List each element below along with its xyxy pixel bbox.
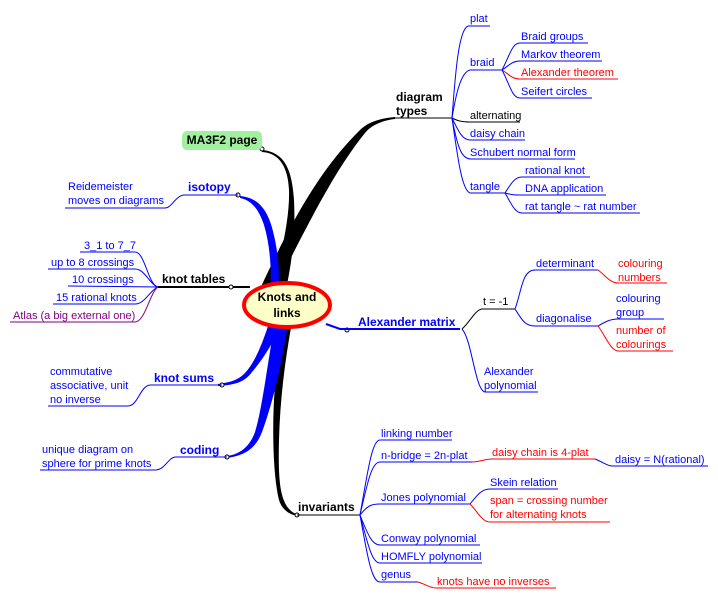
node-3-1-to-7-7[interactable]: 3_1 to 7_7 xyxy=(84,240,136,252)
node-daisy-chain-4-plat[interactable]: daisy chain is 4-plat xyxy=(492,447,589,459)
node-dna-application[interactable]: DNA application xyxy=(525,183,604,195)
node-tangle[interactable]: tangle xyxy=(470,181,500,193)
node-jones-polynomial[interactable]: Jones polynomial xyxy=(381,492,466,504)
branch-coding[interactable]: coding xyxy=(180,443,220,457)
node-alexander-polynomial[interactable]: Alexander polynomial xyxy=(484,366,537,392)
node-alternating[interactable]: alternating xyxy=(470,110,522,122)
center-node[interactable] xyxy=(242,281,332,329)
connector-invariants xyxy=(273,322,298,516)
node-daisy-chain[interactable]: daisy chain xyxy=(470,128,526,140)
node-rational-knot[interactable]: rational knot xyxy=(525,165,585,177)
branch-knot-tables[interactable]: knot tables xyxy=(162,272,226,286)
node-braid[interactable]: braid xyxy=(470,57,495,69)
node-conway-polynomial[interactable]: Conway polynomial xyxy=(381,533,477,545)
node-colouring-group[interactable]: colouring group xyxy=(616,293,661,319)
node-genus[interactable]: genus xyxy=(381,569,411,581)
connector-coding xyxy=(226,322,288,458)
node-plat[interactable]: plat xyxy=(470,13,488,25)
node-span-crossing-number[interactable]: span = crossing number for alternating k… xyxy=(490,495,608,521)
connector-knot-sums xyxy=(218,320,282,386)
node-t-equals-minus-1[interactable]: t = -1 xyxy=(483,296,509,308)
node-knots-no-inverses[interactable]: knots have no inverses xyxy=(437,576,550,588)
node-schubert-normal-form[interactable]: Schubert normal form xyxy=(470,147,576,159)
connector-isotopy xyxy=(240,196,279,295)
node-daisy-n-rational[interactable]: daisy = N(rational) xyxy=(615,454,705,466)
node-markov-theorem[interactable]: Markov theorem xyxy=(521,49,601,61)
node-diagonalise[interactable]: diagonalise xyxy=(536,313,592,325)
connector-ma3f2 xyxy=(262,150,295,295)
node-n-bridge[interactable]: n-bridge = 2n-plat xyxy=(381,450,468,462)
node-homfly-polynomial[interactable]: HOMFLY polynomial xyxy=(381,551,482,563)
node-number-of-colourings[interactable]: number of colourings xyxy=(616,325,667,351)
node-rat-tangle[interactable]: rat tangle ~ rat number xyxy=(525,201,637,213)
node-15-rational-knots[interactable]: 15 rational knots xyxy=(56,292,137,304)
center-node-label[interactable]: Knots and links xyxy=(257,290,317,320)
ma3f2-page-link[interactable]: MA3F2 page xyxy=(182,131,262,150)
node-linking-number[interactable]: linking number xyxy=(381,428,453,440)
branch-diagram-types[interactable]: diagram types xyxy=(396,90,443,118)
node-braid-groups[interactable]: Braid groups xyxy=(521,31,584,43)
node-up-to-8-crossings[interactable]: up to 8 crossings xyxy=(51,257,135,269)
branch-isotopy[interactable]: isotopy xyxy=(188,180,231,194)
node-coding-note[interactable]: unique diagram on sphere for prime knots xyxy=(42,444,152,470)
branch-knot-sums[interactable]: knot sums xyxy=(154,371,215,385)
node-determinant[interactable]: determinant xyxy=(536,258,595,270)
node-alexander-theorem[interactable]: Alexander theorem xyxy=(521,67,614,79)
node-10-crossings[interactable]: 10 crossings xyxy=(72,274,134,286)
node-atlas[interactable]: Atlas (a big external one) xyxy=(13,310,136,322)
node-seifert-circles[interactable]: Seifert circles xyxy=(521,86,588,98)
node-reidemeister[interactable]: Reidemeister moves on diagrams xyxy=(68,181,164,207)
branch-invariants[interactable]: invariants xyxy=(298,500,355,514)
node-skein-relation[interactable]: Skein relation xyxy=(490,477,557,489)
branch-alexander-matrix[interactable]: Alexander matrix xyxy=(358,315,456,329)
node-colouring-numbers[interactable]: colouring numbers xyxy=(618,258,663,284)
node-knot-sums-note[interactable]: commutative associative, unit no inverse xyxy=(50,366,129,406)
